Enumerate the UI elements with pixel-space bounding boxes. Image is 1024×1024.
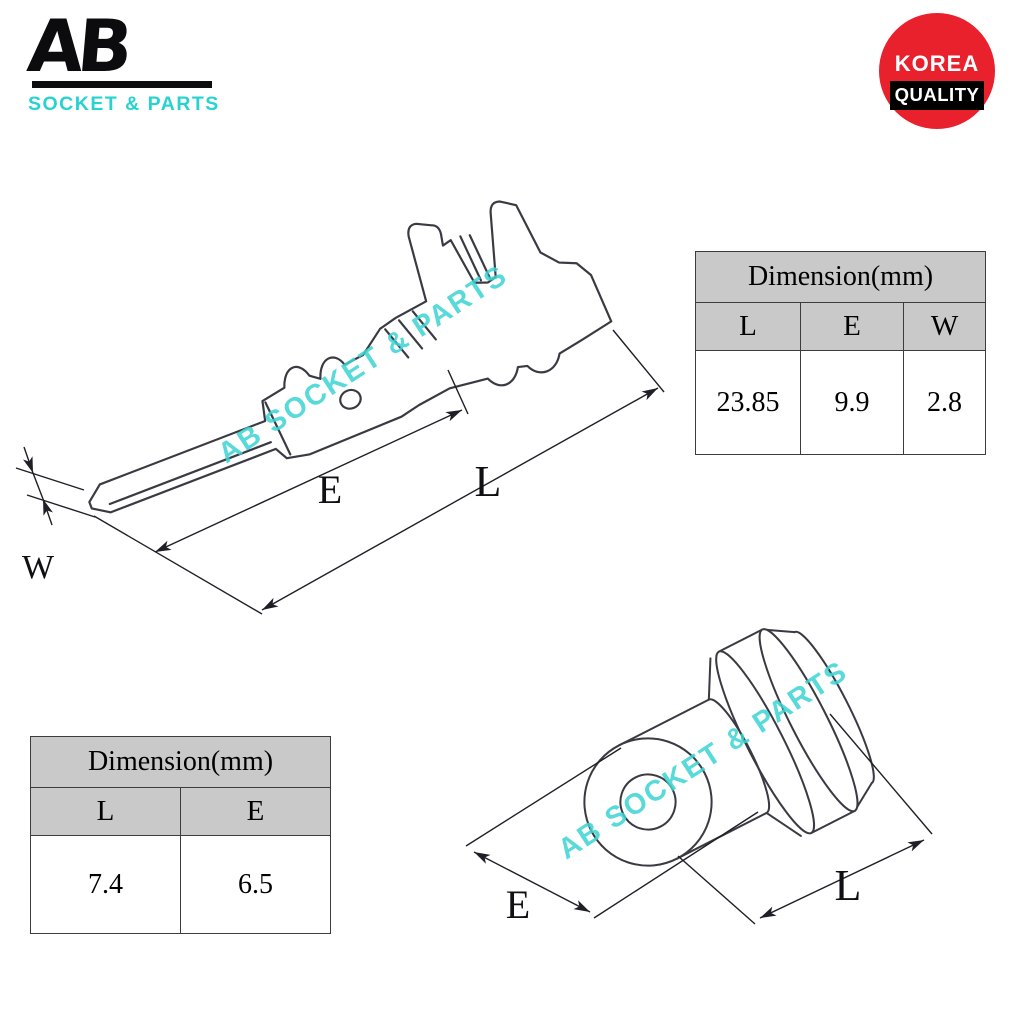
logo-underline (32, 81, 212, 89)
terminal-table-title: Dimension(mm) (695, 251, 986, 303)
seal-table-title: Dimension(mm) (30, 736, 331, 788)
seal-dimension-lines (465, 713, 933, 925)
badge-quality-label: QUALITY (890, 81, 984, 110)
korea-quality-badge: KOREA QUALITY (879, 13, 995, 129)
badge-korea-label: KOREA (894, 51, 980, 76)
terminal-value-l: 23.85 (695, 350, 801, 455)
seal-value-e: 6.5 (180, 835, 331, 934)
terminal-dim-label-e: E (318, 467, 342, 512)
terminal-col-header-w: W (903, 302, 986, 351)
terminal-value-w: 2.8 (903, 350, 986, 455)
seal-dimension-table: Dimension(mm) L E 7.4 6.5 (30, 736, 331, 934)
terminal-dimension-lines (15, 329, 665, 615)
terminal-value-e: 9.9 (800, 350, 904, 455)
seal-col-header-e: E (180, 787, 331, 836)
terminal-dimension-table: Dimension(mm) L E W 23.85 9.9 2.8 (695, 251, 986, 455)
seal-drawing (583, 628, 875, 867)
terminal-col-header-l: L (695, 302, 801, 351)
logo-subtitle: SOCKET & PARTS (28, 93, 220, 116)
terminal-dim-label-w: W (22, 549, 55, 586)
seal-value-l: 7.4 (30, 835, 181, 934)
seal-dim-label-e: E (506, 882, 530, 927)
logo-ab-text: AB (24, 4, 131, 88)
terminal-dim-label-l: L (475, 457, 502, 506)
terminal-col-header-e: E (800, 302, 904, 351)
seal-col-header-l: L (30, 787, 181, 836)
seal-dim-label-l: L (835, 861, 862, 910)
logo: AB SOCKET & PARTS (24, 4, 228, 116)
